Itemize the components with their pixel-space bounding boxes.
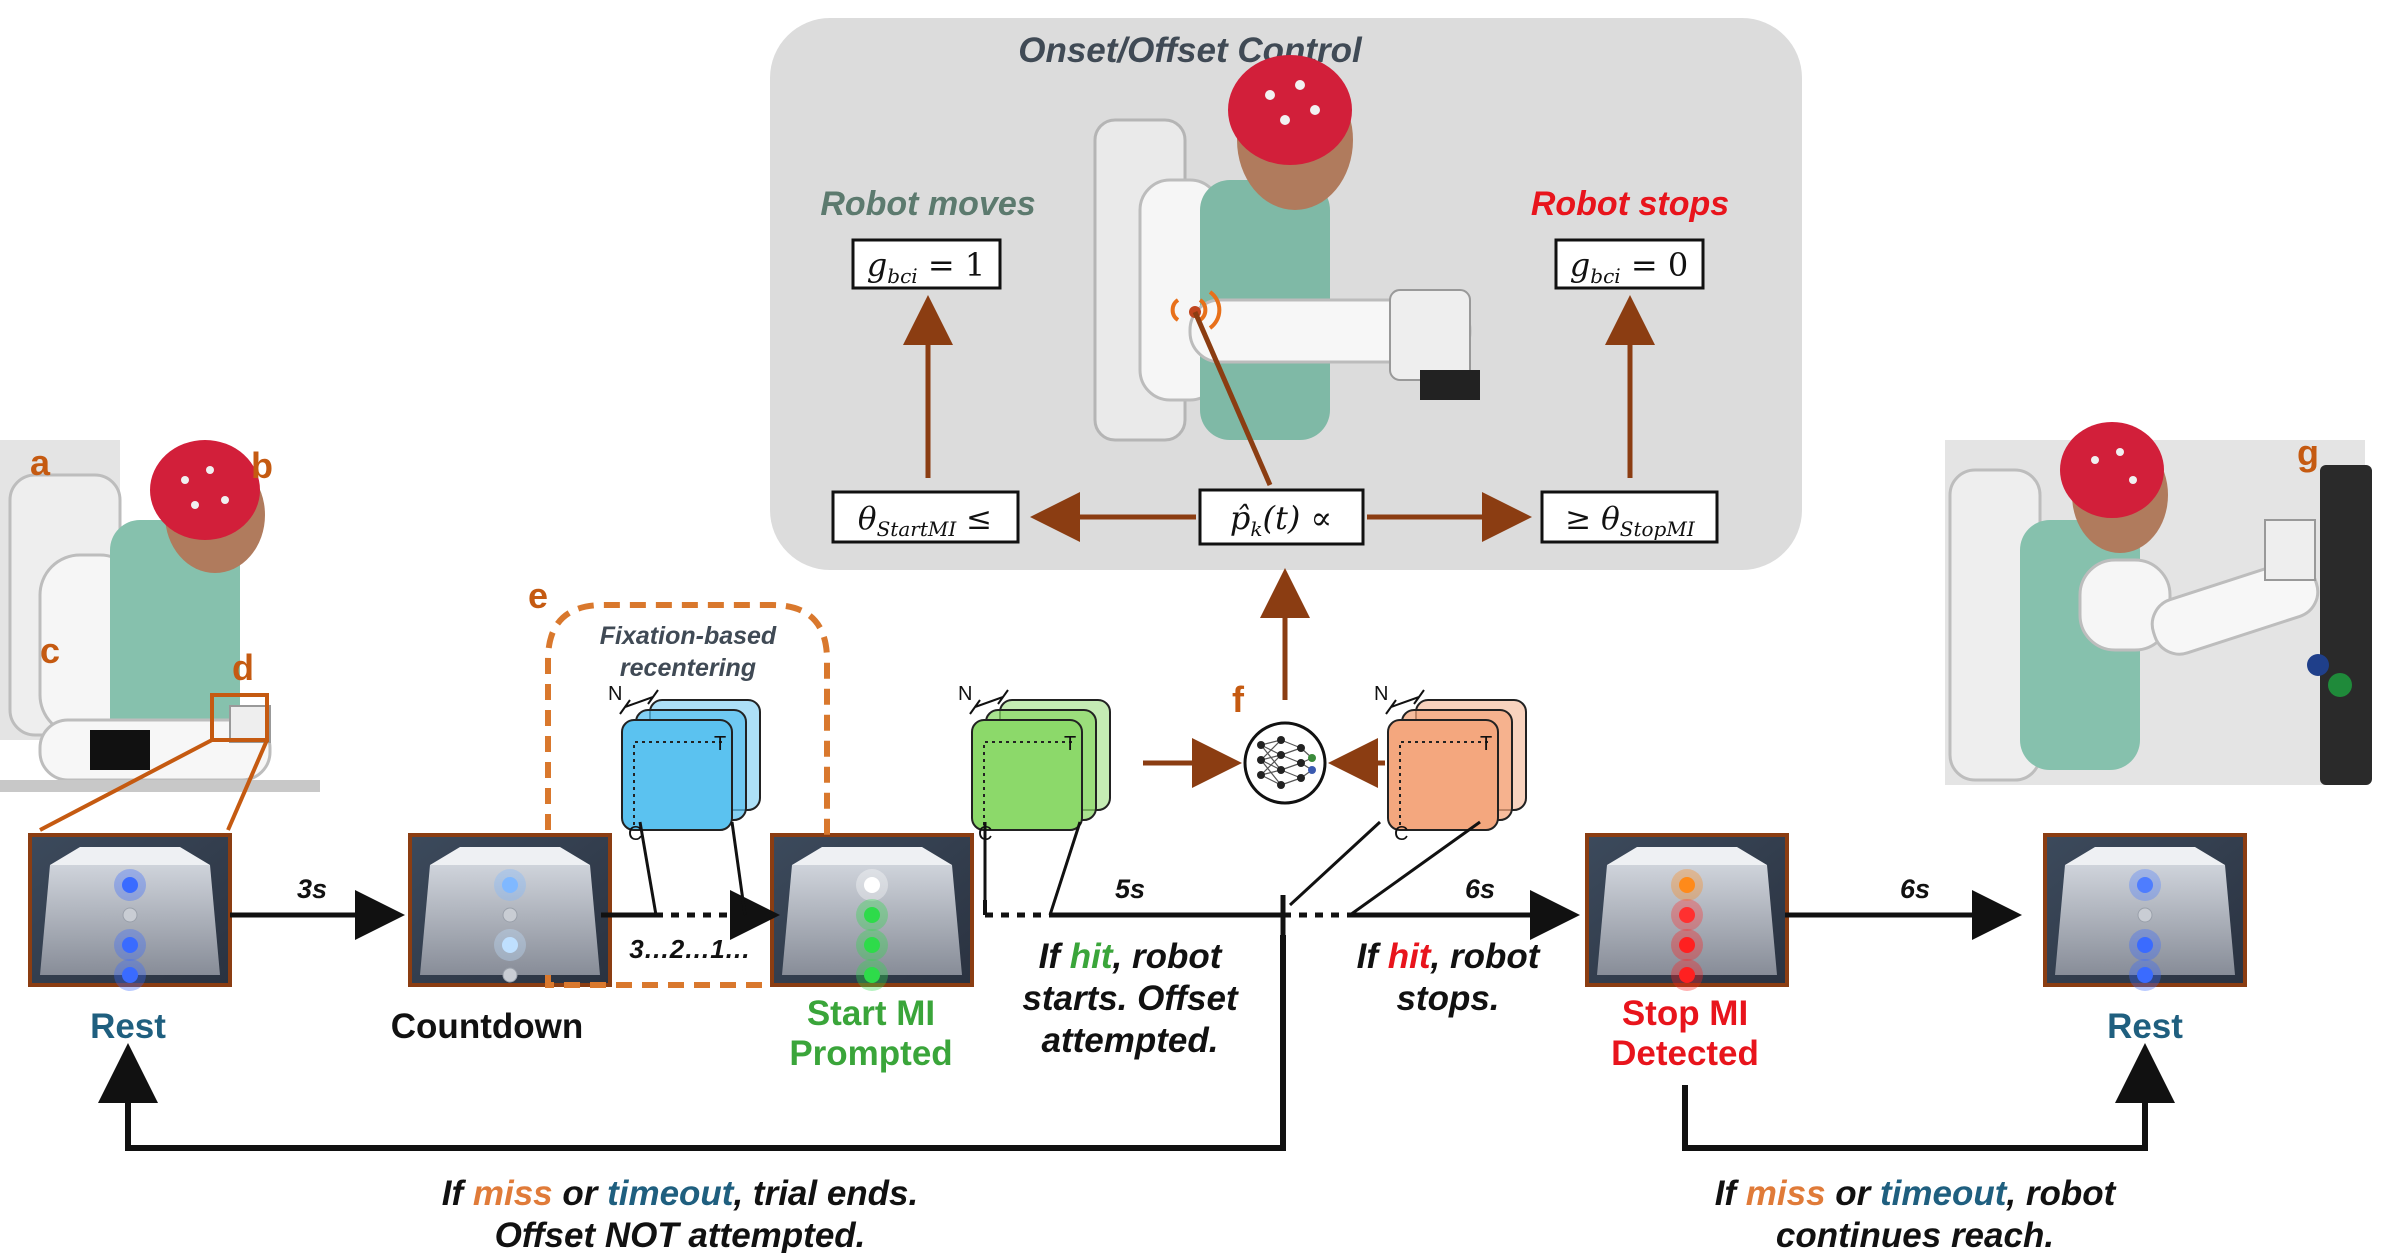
caption-hit-stop: If hit, robot stops. [1357,937,1541,1018]
duration-3s: 3s [297,874,327,904]
svg-text:If miss or timeout, robot: If miss or timeout, robot [1715,1174,2117,1213]
led [1679,937,1695,953]
tensor-c-label: C [1394,823,1408,845]
led [1679,967,1695,983]
stage-countdown: Countdown [391,1007,583,1046]
led [502,877,518,893]
emg-signal-icon [1170,290,1222,330]
led-off [122,907,138,923]
tensor-n-label: N [608,683,622,705]
onset-offset-panel: Onset/Offset Control Robot moves Robot [770,18,1802,570]
led [864,907,880,923]
theta-start-box: θStartMI ≤ [831,490,1020,544]
duration-6s-a: 6s [1465,874,1495,904]
led-card-rest-2 [2043,833,2247,991]
svg-text:stops.: stops. [1396,979,1499,1018]
tensor-slab [1387,719,1499,831]
duration-5s: 5s [1115,874,1145,904]
eeg-tensor-countdown: N T C [608,683,761,845]
tensor-n-label: N [1374,683,1388,705]
tensor-n-label: N [958,683,972,705]
countdown-ticks: 3…2…1… [629,934,750,964]
neural-network-classifier-icon [1243,721,1327,805]
gbci-move-box: gbci = 1 [851,238,1002,290]
stage-start-mi-2: Prompted [789,1034,952,1073]
setup-photo-right [1945,422,2372,785]
led [864,877,880,893]
tensor-c-label: C [628,823,642,845]
svg-text:If hit, robot: If hit, robot [1357,937,1541,976]
caption-miss-start: If miss or timeout, trial ends. Offset N… [442,1174,919,1253]
stage-rest-2: Rest [2107,1007,2183,1046]
label-f: f [1232,679,1245,720]
led-off [2137,907,2153,923]
tensor-t-label: T [1064,733,1076,755]
svg-text:starts. Offset: starts. Offset [1022,979,1239,1018]
svg-text:continues reach.: continues reach. [1776,1216,2054,1253]
tensor-slab [621,719,733,831]
timeline: 3s 3…2…1… 5s 6s 6s [98,820,2175,1151]
svg-text:≥ θStopMI: ≥ θStopMI [1565,501,1696,541]
eeg-tensor-start-mi: NTC [958,683,1111,845]
robot-moves-label: Robot moves [820,185,1035,223]
label-b: b [251,445,273,486]
led [122,967,138,983]
robot-stops-label: Robot stops [1531,185,1729,223]
svg-text:gbci = 1: gbci = 1 [867,246,985,288]
stage-stop-mi-1: Stop MI [1622,994,1748,1033]
led [2137,877,2153,893]
svg-text:If miss or timeout, trial ends: If miss or timeout, trial ends. [442,1174,919,1213]
led-off [502,967,518,983]
led [2137,937,2153,953]
svg-text:p̂k(t) ∝: p̂k(t) ∝ [1230,499,1332,541]
svg-text:θStartMI ≤: θStartMI ≤ [858,501,992,541]
label-d: d [232,647,254,688]
led [864,967,880,983]
fixation-recentering-box [545,602,830,838]
svg-text:If hit, robot: If hit, robot [1039,937,1223,976]
stage-stop-mi-2: Detected [1611,1034,1759,1073]
svg-text:attempted.: attempted. [1042,1021,1219,1060]
stage-rest-1: Rest [90,1007,166,1046]
duration-6s-b: 6s [1900,874,1930,904]
fixation-label-1: Fixation-based [600,622,777,650]
led-card-stop-mi [1585,833,1789,991]
tensor-slab [971,719,1083,831]
label-e: e [528,575,548,616]
setup-photo-left [0,440,320,792]
led-off [502,907,518,923]
led [502,937,518,953]
tensor-t-label: T [714,733,726,755]
led [122,877,138,893]
svg-text:Offset NOT attempted.: Offset NOT attempted. [495,1216,866,1253]
led-box-zoom-region [210,693,269,742]
led [122,937,138,953]
led [2137,967,2153,983]
led-card-start-mi [770,833,974,991]
pk-box: p̂k(t) ∝ [1198,488,1365,546]
exoskeleton-user-photo [1092,55,1480,442]
led-card-rest-1 [28,833,232,991]
eeg-tensor-stop-mi: N T C [1374,683,1527,845]
led [864,937,880,953]
led-card-countdown [408,833,612,987]
fixation-label-2: recentering [620,654,756,682]
svg-text:gbci = 0: gbci = 0 [1570,246,1688,288]
led [1679,877,1695,893]
led [1679,907,1695,923]
theta-stop-box: ≥ θStopMI [1540,490,1719,544]
stage-start-mi-1: Start MI [807,994,935,1033]
caption-miss-stop: If miss or timeout, robot continues reac… [1715,1174,2117,1253]
gbci-stop-box: gbci = 0 [1554,238,1705,290]
tensor-t-label: T [1480,733,1492,755]
caption-hit-start: If hit, robot starts. Offset attempted. [1022,937,1239,1060]
label-c: c [40,630,60,671]
label-g: g [2297,432,2319,473]
label-a: a [30,442,51,483]
